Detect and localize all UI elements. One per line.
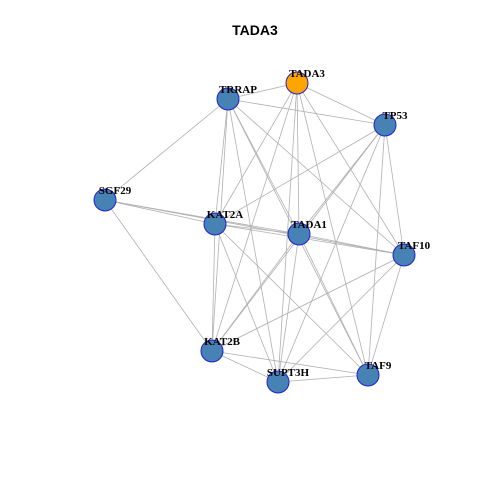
node-circle-trrap: [216, 87, 240, 111]
edge-tada1-supt3h: [277, 233, 300, 383]
node-circle-supt3h: [266, 370, 290, 394]
edge-kat2a-tada1: [214, 223, 300, 235]
edge-tada3-tada1: [296, 82, 300, 235]
edge-taf10-kat2b: [211, 254, 405, 352]
node-circle-tp53: [373, 113, 397, 137]
node-circle-taf10: [392, 243, 416, 267]
edge-tada3-kat2b: [211, 82, 298, 352]
node-label-kat2b: KAT2B: [204, 336, 241, 348]
node-kat2b: KAT2B: [200, 336, 241, 363]
edge-trrap-taf10: [227, 98, 405, 256]
node-circle-taf9: [356, 363, 380, 387]
node-label-trrap: TRRAP: [219, 84, 257, 96]
node-label-tp53: TP53: [382, 110, 408, 122]
node-sgf29: SGF29: [93, 185, 132, 212]
node-taf9: TAF9: [356, 360, 392, 387]
edge-tada1-kat2b: [211, 233, 300, 352]
node-kat2a: KAT2A: [203, 209, 244, 236]
node-circle-kat2b: [200, 339, 224, 363]
edge-trrap-kat2a: [214, 98, 229, 225]
node-supt3h: SUPT3H: [266, 367, 310, 394]
node-taf10: TAF10: [392, 240, 431, 267]
edge-tada3-trrap: [227, 82, 298, 100]
edge-layer: [104, 82, 405, 383]
node-label-taf9: TAF9: [365, 360, 392, 372]
node-tp53: TP53: [373, 110, 408, 137]
node-label-taf10: TAF10: [398, 240, 431, 252]
edge-kat2a-taf10: [214, 223, 405, 256]
edge-supt3h-taf9: [277, 374, 369, 383]
edge-tp53-kat2a: [214, 124, 386, 225]
edge-kat2b-supt3h: [211, 350, 279, 383]
edge-tada1-taf10: [298, 233, 405, 256]
node-tada1: TADA1: [287, 219, 327, 246]
node-tada3: TADA3: [285, 68, 325, 95]
edge-tada3-tp53: [296, 82, 386, 126]
edge-tada3-taf9: [296, 82, 369, 376]
edge-tp53-supt3h: [277, 124, 386, 383]
node-label-kat2a: KAT2A: [207, 209, 244, 221]
node-label-sgf29: SGF29: [99, 185, 132, 197]
edge-sgf29-taf10: [104, 199, 405, 256]
node-trrap: TRRAP: [216, 84, 257, 111]
edge-taf10-supt3h: [277, 254, 405, 383]
node-circle-tada1: [287, 222, 311, 246]
edge-taf10-taf9: [367, 254, 405, 376]
edge-kat2b-taf9: [211, 350, 369, 376]
diagram-title: TADA3: [232, 22, 278, 38]
node-label-supt3h: SUPT3H: [267, 367, 310, 379]
node-circle-kat2a: [203, 212, 227, 236]
edge-sgf29-kat2a: [104, 199, 216, 225]
edge-tp53-taf10: [384, 124, 405, 256]
edge-kat2a-kat2b: [211, 223, 216, 352]
edge-kat2a-taf9: [214, 223, 369, 376]
edge-trrap-tp53: [227, 98, 386, 126]
edge-trrap-supt3h: [227, 98, 279, 383]
edge-sgf29-kat2b: [104, 199, 213, 352]
edge-kat2a-supt3h: [214, 223, 279, 383]
node-circle-tada3: [285, 71, 309, 95]
edge-trrap-sgf29: [104, 98, 229, 201]
node-label-tada3: TADA3: [289, 68, 325, 80]
node-label-tada1: TADA1: [291, 219, 327, 231]
node-circle-sgf29: [93, 188, 117, 212]
edge-tada1-taf9: [298, 233, 369, 376]
